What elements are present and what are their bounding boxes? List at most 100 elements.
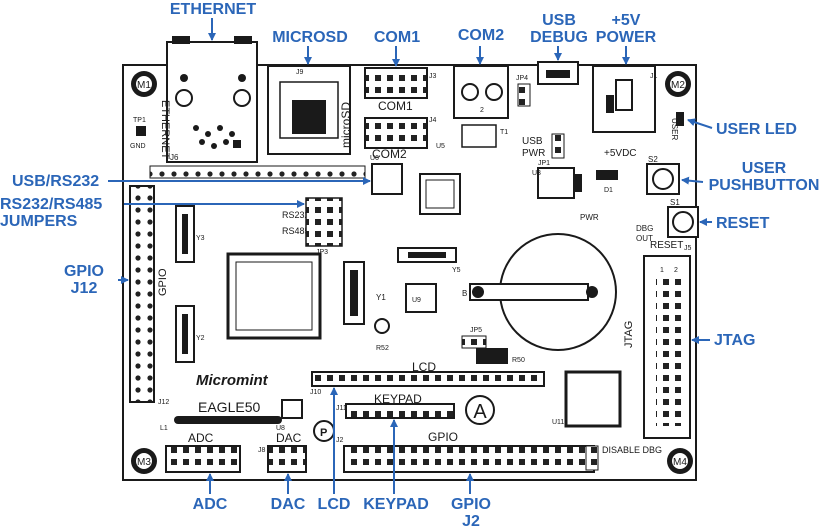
callout-gpio-j2: GPIO J2 — [446, 496, 496, 530]
svg-text:Y5: Y5 — [452, 267, 461, 274]
svg-text:DAC: DAC — [276, 431, 302, 445]
chip-u9: U9 — [405, 283, 437, 313]
svg-text:J8: J8 — [258, 447, 266, 454]
svg-text:U8: U8 — [276, 425, 285, 432]
coin-cell-battery: B — [462, 233, 617, 351]
callout-rs232-rs485-line2: JUMPERS — [0, 213, 78, 230]
callout-leaders — [108, 18, 713, 494]
callout-com2: COM2 — [457, 27, 505, 44]
callout-adc: ADC — [192, 496, 228, 513]
callout-rs232-rs485: RS232/RS485 JUMPERS — [0, 196, 102, 230]
svg-text:DISABLE DBG: DISABLE DBG — [602, 445, 662, 455]
callout-power-line1: +5V — [611, 12, 641, 29]
callout-lcd: LCD — [317, 496, 351, 513]
svg-text:J6: J6 — [170, 153, 179, 162]
keypad-header: KEYPAD J11 — [336, 392, 455, 419]
header-strip — [149, 165, 366, 179]
svg-text:Y1: Y1 — [376, 293, 386, 302]
svg-text:USER: USER — [670, 118, 679, 140]
svg-text:M2: M2 — [671, 80, 685, 91]
svg-text:S1: S1 — [670, 198, 680, 207]
svg-text:U6: U6 — [370, 155, 379, 162]
crystal-y5: Y5 — [397, 247, 461, 274]
adc-header: ADC L1 — [160, 425, 241, 473]
ethernet-jack: ETHERNET J6 — [159, 36, 258, 163]
svg-text:U11: U11 — [552, 419, 564, 426]
svg-text:JTAG: JTAG — [623, 321, 635, 348]
lcd-contrast-pot: P — [313, 420, 335, 442]
mounting-hole-m1: M1 — [131, 71, 157, 97]
callout-rs232-rs485-line1: RS232/RS485 — [0, 196, 103, 213]
dac-header: DAC J8 — [258, 431, 307, 473]
svg-text:R52: R52 — [376, 345, 389, 352]
lcd-header: LCD J10 — [310, 360, 545, 396]
svg-text:JP4: JP4 — [516, 75, 528, 82]
svg-text:A: A — [473, 401, 487, 423]
svg-text:PWR: PWR — [522, 148, 545, 159]
svg-text:T1: T1 — [500, 129, 508, 136]
gpio-j12-header: GPIO J12 — [129, 185, 169, 406]
svg-text:JP1: JP1 — [538, 160, 550, 167]
resistor-r50: R50 — [476, 348, 525, 364]
callout-reset: RESET — [716, 215, 770, 232]
a-marker: A — [465, 395, 495, 425]
svg-text:TP1: TP1 — [133, 117, 146, 124]
callout-usb-debug-line2: DEBUG — [530, 29, 588, 46]
callout-microsd: MICROSD — [272, 29, 348, 46]
svg-text:J11: J11 — [336, 405, 347, 412]
mounting-hole-m4: M4 — [667, 448, 693, 474]
svg-text:J3: J3 — [429, 73, 437, 80]
svg-text:RS485: RS485 — [282, 226, 310, 236]
com1-header: COM1 J3 — [364, 67, 437, 113]
svg-text:2: 2 — [674, 267, 678, 274]
svg-text:RS232: RS232 — [282, 210, 310, 220]
callout-com1: COM1 — [373, 29, 421, 46]
com2-header: COM2 J4 — [364, 117, 437, 161]
callout-ethernet: ETHERNET — [169, 1, 257, 18]
svg-text:J12: J12 — [158, 399, 169, 406]
svg-text:GPIO: GPIO — [428, 430, 458, 444]
svg-text:R50: R50 — [512, 357, 525, 364]
svg-text:J1: J1 — [650, 73, 658, 80]
reset-pushbutton-s1: S1 RESET DBG OUT — [636, 198, 699, 251]
ethernet-phy-u5: U5 — [419, 143, 461, 215]
jtag-header: JTAG J5 1 2 — [623, 245, 692, 439]
user-led: USER — [670, 112, 684, 140]
svg-text:GND: GND — [130, 143, 146, 150]
callout-user-led: USER LED — [716, 121, 797, 138]
rs232-rs485-jumpers: RS232 RS485 JP3 — [282, 197, 343, 256]
callout-usb-debug: USB DEBUG — [528, 12, 590, 46]
callout-user-pushbutton-line2: PUSHBUTTON — [708, 177, 820, 194]
svg-text:J9: J9 — [296, 69, 304, 76]
usb-debug-connector: JP4 — [516, 61, 579, 107]
gpio-j2-header: GPIO J2 — [336, 430, 595, 473]
svg-text:KEYPAD: KEYPAD — [374, 392, 422, 406]
svg-text:USB: USB — [522, 136, 543, 147]
usb-pwr-jumper: USB PWR JP1 +5VDC — [522, 133, 637, 167]
svg-text:B: B — [462, 289, 467, 298]
crystal-y3: Y3 — [175, 205, 205, 263]
callout-jtag: JTAG — [714, 332, 756, 349]
chip-u11: U11 — [552, 370, 622, 428]
callout-usb-debug-line1: USB — [542, 12, 576, 29]
svg-text:1: 1 — [660, 267, 664, 274]
svg-text:Micromint: Micromint — [196, 372, 269, 389]
svg-text:J5: J5 — [684, 245, 692, 252]
svg-text:EAGLE50: EAGLE50 — [198, 399, 260, 415]
brand-logo: Micromint EAGLE50 — [174, 372, 282, 424]
mounting-hole-m3: M3 — [131, 448, 157, 474]
microsd-socket: microSD J9 — [267, 65, 353, 155]
svg-text:D1: D1 — [604, 187, 613, 194]
callout-power-line2: POWER — [595, 29, 657, 46]
svg-text:U3: U3 — [532, 170, 541, 177]
svg-text:J4: J4 — [429, 117, 437, 124]
svg-text:JP3: JP3 — [316, 249, 328, 256]
svg-text:M1: M1 — [137, 80, 151, 91]
svg-text:RESET: RESET — [650, 240, 683, 251]
callout-gpio-j2-line2: J2 — [462, 513, 480, 530]
jumper-jp5: JP5 — [461, 327, 487, 349]
svg-text:Y3: Y3 — [196, 235, 205, 242]
crystal-y2: Y2 — [175, 305, 205, 363]
svg-text:+5VDC: +5VDC — [604, 148, 637, 159]
